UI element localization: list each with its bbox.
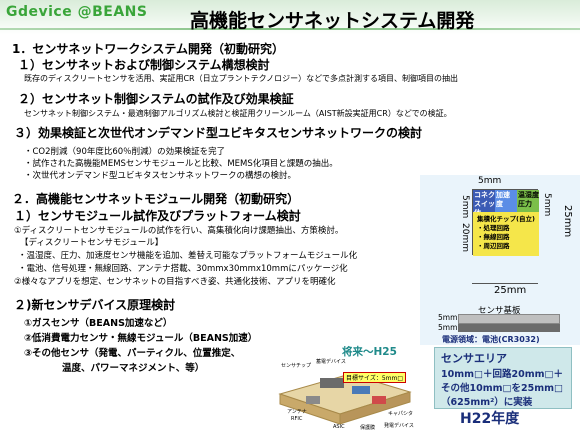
size-target-label: 目標サイズ：5mm□ xyxy=(346,375,403,382)
sensor-board-label: センサ基板 xyxy=(478,306,521,316)
label-power-device: 発電デバイス xyxy=(384,423,414,429)
dim-left-5mm: 5mm xyxy=(460,195,470,219)
section2-item2: ②様々なアプリを想定、センサネットの目指すべき姿、共通化技術、アプリを明確化 xyxy=(14,277,336,287)
sensor-area-box: センサエリア 10mm□＋回路20mm□＋ その他10mm□を25mm□ （62… xyxy=(434,347,572,409)
section1-sub1-note: 既存のディスクリートセンサを活用、実証用CR（日立プラントテクノロジー）などで多… xyxy=(24,74,458,83)
dim-left-20mm: 20mm xyxy=(460,223,470,252)
label-sensor-chip: センサチップ xyxy=(281,363,312,369)
dim-bottom-line xyxy=(472,283,538,284)
page-title: 高機能センサネットシステム開発 xyxy=(190,10,475,32)
label-battery: 蓄電デバイス xyxy=(316,359,346,365)
section1-bullet-1: ・CO2削減（90年度比60％削減）の効果検証を完了 xyxy=(24,147,226,157)
section2-sub2-item-3: ③その他センサ（発電、パーティクル、位置推定、 xyxy=(24,348,241,359)
label-asic: ASIC xyxy=(333,424,345,430)
sensor-area-line-1: 10mm□＋回路20mm□＋ xyxy=(441,369,563,380)
label-cover: 保護膜 xyxy=(360,425,376,431)
logo: Gdevice @BEANS xyxy=(6,4,148,20)
section1-sub2-note: センサネット制御システム・最適制御アルゴリズム検討と検証用クリーンルーム（AIS… xyxy=(24,109,452,118)
section1-sub1-heading: １）センサネットおよび制御システム構想検討 xyxy=(18,58,270,72)
label-rfic: RFIC xyxy=(291,416,303,422)
dim-side-5mm-a: 5mm xyxy=(438,313,458,322)
section1-sub2-heading: ２）センサネット制御システムの試作及び効果検証 xyxy=(18,92,294,106)
sensor-area-title: センサエリア xyxy=(441,352,507,365)
label-antenna: アンテナ xyxy=(287,409,307,415)
section2-sub1-heading: １）センサモジュール試作及びプラットフォーム検討 xyxy=(14,209,301,223)
section1-bullet-2: ・試作された高機能MEMSセンサモジュールと比較、MEMS化項目と課題の抽出。 xyxy=(24,159,338,169)
section2-bullet-2: ・電池、信号処理・無線回路、アンテナ搭載、30mmx30mmx10mmにパッケー… xyxy=(18,264,348,274)
dim-bottom-25mm: 25mm xyxy=(494,285,527,296)
section2-sub2-item-2: ②低消費電力センサ・無線モジュール（BEANS加速） xyxy=(24,333,258,344)
section1-sub3-heading: ３）効果検証と次世代オンデマンド型ユビキタスセンサネットワークの検討 xyxy=(14,126,423,140)
fiscal-year-label: H22年度 xyxy=(460,411,520,427)
section2-heading: ２．高機能センサネットモジュール開発（初動研究） xyxy=(12,192,300,206)
section2-bullet-1: ・温湿度、圧力、加速度センサ機能を追加、差替え可能なプラットフォームモジュール化 xyxy=(18,251,358,261)
label-capacitor: キャパシタ xyxy=(388,411,414,417)
section1-bullet-3: ・次世代オンデマンド型ユビキタスセンサネットワークの構想の検討。 xyxy=(24,171,297,181)
section2-sub2-item-4: 温度、パワーマネジメント、等） xyxy=(24,363,205,374)
header-divider xyxy=(0,28,580,30)
section2-sub2-item-1: ①ガスセンサ（BEANS加速など） xyxy=(24,318,173,329)
dim-side-5mm-b: 5mm xyxy=(438,323,458,332)
cell-integrated-chip: 集積化チップ(自立) ・処理回路 ・無線回路 ・周辺回路 xyxy=(473,212,539,256)
sensor-area-line-2: その他10mm□を25mm□ xyxy=(441,383,563,394)
module-illustration-svg xyxy=(278,373,412,425)
cell-connector-switch: コネクタ スイッチ 他 xyxy=(473,190,502,217)
section2-bracket-title: 【ディスクリートセンサモジュール】 xyxy=(20,238,164,248)
section2-sub2-heading: ２)新センサデバイス原理検討 xyxy=(14,298,176,312)
sensor-area-line-3: （625mm²）に実装 xyxy=(441,397,533,408)
sensor-board-bar xyxy=(458,314,560,324)
section1-heading: 1．センサネットワークシステム開発（初動研究） xyxy=(12,42,284,56)
cell-temp-humid: 温湿度 圧力 xyxy=(517,190,539,212)
section2-item1: ①ディスクリートセンサモジュールの試作を行い、高集積化向け課題抽出、方策検討。 xyxy=(14,226,344,236)
size-target-badge: 目標サイズ：5mm□ xyxy=(343,372,406,383)
dim-right-25mm: 25mm xyxy=(562,205,573,238)
dim-right-5mm: 5mm xyxy=(542,193,552,217)
dim-top-5mm: 5mm xyxy=(478,176,502,186)
power-region-label: 電源領域：電池(CR3032) xyxy=(442,335,540,344)
power-region-bar xyxy=(458,324,560,332)
module-illustration xyxy=(260,352,430,432)
cell-accel: 加速度 xyxy=(495,190,517,212)
sensor-square: コネクタ スイッチ 他 加速度 温湿度 圧力 集積化チップ(自立) ・処理回路 … xyxy=(472,189,539,256)
future-label: 将来～H25 xyxy=(342,346,397,358)
